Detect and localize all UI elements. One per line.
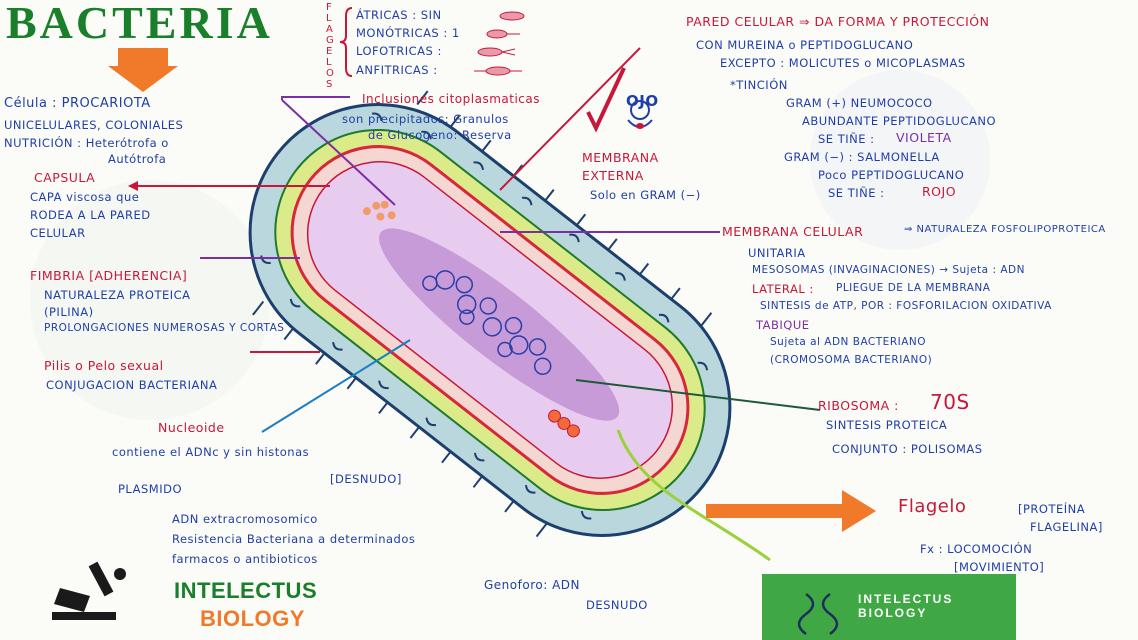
flagella-bracket <box>339 7 353 77</box>
unicelulares-text: UNICELULARES, COLONIALES <box>4 118 184 132</box>
tincion-label: *TINCIÓN <box>730 78 788 92</box>
flagellum <box>616 429 771 562</box>
membrana-desc-1: UNITARIA <box>748 246 806 260</box>
flagelo-desc-1: [PROTEÍNA <box>1018 502 1086 516</box>
gram-negative-desc-1: Poco PEPTIDOGLUCANO <box>818 168 965 182</box>
genoforo-text-2: DESNUDO <box>586 598 648 612</box>
inclusiones-desc-2: de Glucogeno: Reserva <box>368 128 512 142</box>
capsula-title: CAPSULA <box>34 170 96 185</box>
pared-desc-1: CON MUREINA o PEPTIDOGLUCANO <box>696 38 914 52</box>
ribosoma-pointer <box>575 379 821 411</box>
nucleoid-region <box>379 228 620 421</box>
inclusiones-pointer <box>281 96 350 100</box>
gram-positive-color: VIOLETA <box>896 130 952 145</box>
gram-positive-desc-2: SE TIÑE : <box>818 132 875 146</box>
lateral-title: LATERAL : <box>752 282 814 296</box>
flagelos-side-label: FLAGELOS <box>326 2 335 90</box>
membrana-celular-title: MEMBRANA CELULAR <box>722 224 864 239</box>
nucleoide-pointer <box>261 339 411 433</box>
membrana-celular-nat: ⇒ NATURALEZA FOSFOLIPOPROTEICA <box>904 224 1106 235</box>
gram-negative-desc-2: SE TIÑE : <box>828 186 885 200</box>
inclusiones-title: Inclusiones citoplasmaticas <box>362 92 540 106</box>
fimbria-desc-1: NATURALEZA PROTEICA <box>44 288 191 302</box>
badge-text-1: INTELECTUS <box>858 592 954 606</box>
celula-text: Célula : PROCARIOTA <box>4 96 151 111</box>
fimbria-desc-2: (PILINA) <box>44 305 94 319</box>
plasmido-desc-2: Resistencia Bacteriana a determinados <box>172 532 416 546</box>
ribosoma-desc-1: SINTESIS PROTEICA <box>826 418 948 432</box>
gram-negative-color: ROJO <box>922 184 957 199</box>
lateral-desc-2: SINTESIS de ATP, POR : FOSFORILACION OXI… <box>760 300 1052 312</box>
nucleoide-title: Nucleoide <box>158 420 225 435</box>
fimbria-desc-3: PROLONGACIONES NUMEROSAS Y CORTAS <box>44 322 285 334</box>
flagelo-arrow-icon <box>706 490 876 532</box>
fimbria-title: FIMBRIA [ADHERENCIA] <box>30 268 188 283</box>
flagelo-desc-3: Fx : LOCOMOCIÓN <box>920 542 1033 556</box>
flagelo-type-monotricas: MONÓTRICAS : 1 <box>356 26 460 40</box>
title-arrow-icon <box>108 48 178 92</box>
flagelo-desc-2: FLAGELINA] <box>1030 520 1103 534</box>
ribosomes <box>548 409 580 438</box>
membrana-externa-title-2: EXTERNA <box>582 168 644 183</box>
capsula-arrow-icon <box>128 181 138 191</box>
pili-title: Pilis o Pelo sexual <box>44 358 164 373</box>
watermark-shape <box>810 70 990 250</box>
plasmido-desc-3: farmacos o antibioticos <box>172 552 318 566</box>
inclusion-granules <box>362 200 396 221</box>
lateral-desc-1: PLIEGUE DE LA MEMBRANA <box>836 282 991 294</box>
flagella-type-icons <box>474 11 525 76</box>
genoforo-text: Genoforo: ADN <box>484 578 580 592</box>
check-icon <box>586 67 626 133</box>
membrana-desc-2: MESOSOMAS (INVAGINACIONES) → Sujeta : AD… <box>752 264 1025 276</box>
intelectus-badge <box>762 574 1016 640</box>
watermark-shape <box>30 180 270 420</box>
pared-pointer <box>499 47 641 191</box>
flagelo-title: Flagelo <box>898 496 967 517</box>
bacterium-illustration <box>248 90 732 538</box>
capsule-marks <box>260 112 709 520</box>
nucleoid-dna <box>422 270 552 375</box>
pared-desc-2: EXCEPTO : MOLICUTES o MICOPLASMAS <box>720 56 966 70</box>
capsula-desc-1: CAPA viscosa que <box>30 190 140 204</box>
intelectus-logo-text: INTELECTUS <box>174 578 318 603</box>
tabique-desc-1: Sujeta al ADN BACTERIANO <box>770 336 927 348</box>
membrana-externa-title: MEMBRANA <box>582 150 659 165</box>
tabique-desc-2: (CROMOSOMA BACTERIANO) <box>770 354 933 366</box>
capsula-desc-2: RODEA A LA PARED <box>30 208 151 222</box>
inclusiones-desc-1: son precipitados: Granulos <box>342 112 509 126</box>
inclusiones-pointer-line <box>281 99 396 206</box>
page-title: BACTERIA <box>6 0 273 48</box>
plasmido-desc-1: ADN extracromosomico <box>172 512 318 526</box>
dna-icon <box>797 592 839 636</box>
pared-title: PARED CELULAR ⇒ DA FORMA Y PROTECCIÓN <box>686 14 990 29</box>
biology-logo-text: BIOLOGY <box>200 606 305 631</box>
capsula-desc-3: CELULAR <box>30 226 86 240</box>
gram-positive-desc-1: ABUNDANTE PEPTIDOGLUCANO <box>802 114 997 128</box>
flagelo-type-lofotricas: LOFOTRICAS : <box>356 44 442 58</box>
flagelo-type-anfitricas: ANFITRICAS : <box>356 63 438 77</box>
flagelo-type-atricas: ÁTRICAS : SIN <box>356 8 442 22</box>
gram-positive: GRAM (+) NEUMOCOCO <box>786 96 933 110</box>
ojo-label: OJO <box>626 92 659 110</box>
ribosoma-title: RIBOSOMA : <box>818 398 899 413</box>
plasmido-title: PLASMIDO <box>118 482 182 496</box>
gram-negative: GRAM (−) : SALMONELLA <box>784 150 940 164</box>
ribosoma-desc-2: CONJUNTO : POLISOMAS <box>832 442 983 456</box>
pili-desc-1: CONJUGACION BACTERIANA <box>46 378 218 392</box>
nutricion-text: NUTRICIÓN : Heterótrofa o <box>4 136 169 150</box>
nucleoide-desc-1: contiene el ADNc y sin histonas <box>112 445 310 459</box>
autotrofa-text: Autótrofa <box>108 152 167 166</box>
tabique-title: TABIQUE <box>756 318 810 332</box>
membrana-externa-desc: Solo en GRAM (−) <box>590 188 701 202</box>
ojo-face-icon <box>627 100 653 129</box>
nucleoide-desc-2: [DESNUDO] <box>330 472 402 486</box>
ribosoma-value: 70S <box>930 390 970 414</box>
badge-text-2: BIOLOGY <box>858 606 928 620</box>
flagelo-desc-4: [MOVIMIENTO] <box>954 560 1045 574</box>
microscope-icon <box>52 561 126 620</box>
